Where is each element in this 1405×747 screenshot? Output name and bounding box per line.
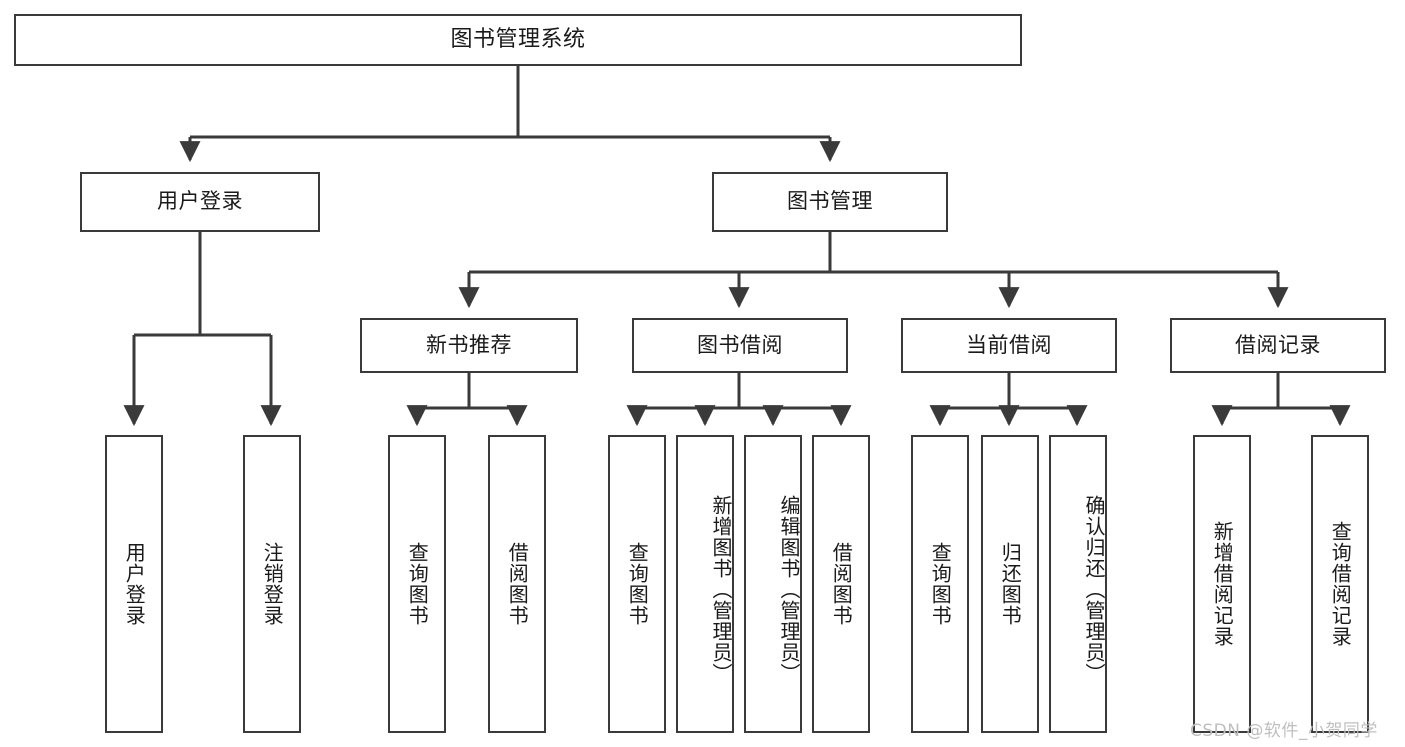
- leaf-borrow-record-query-record[interactable]: 查询借阅记录: [1311, 435, 1369, 733]
- node-label: 编辑图书（管理员）: [777, 494, 801, 684]
- leaf-user-login-signin[interactable]: 用户登录: [105, 435, 163, 733]
- leaf-current-borrow-return-book[interactable]: 归还图书: [981, 435, 1039, 733]
- leaf-current-borrow-confirm-return-admin[interactable]: 确认归还（管理员）: [1049, 435, 1107, 733]
- leaf-book-borrow-add-book-admin[interactable]: 新增图书（管理员）: [676, 435, 734, 733]
- node-label: 查询图书: [928, 542, 953, 626]
- node-root-library-management-system[interactable]: 图书管理系统: [14, 14, 1022, 66]
- node-label: 新增借阅记录: [1210, 521, 1235, 647]
- node-new-book-recommend[interactable]: 新书推荐: [360, 318, 578, 373]
- node-label: 新增图书（管理员）: [709, 494, 733, 684]
- leaf-new-book-query-book[interactable]: 查询图书: [388, 435, 446, 733]
- node-book-borrow[interactable]: 图书借阅: [632, 318, 848, 373]
- node-label: 新书推荐: [426, 332, 512, 357]
- leaf-new-book-borrow-book[interactable]: 借阅图书: [488, 435, 546, 733]
- node-label: 用户登录: [157, 189, 243, 214]
- node-label: 查询图书: [625, 542, 650, 626]
- node-label: 查询借阅记录: [1328, 521, 1353, 647]
- node-label: 注销登录: [260, 542, 285, 626]
- leaf-borrow-record-add-record[interactable]: 新增借阅记录: [1193, 435, 1251, 733]
- node-current-borrow[interactable]: 当前借阅: [901, 318, 1117, 373]
- node-label: 查询图书: [405, 542, 430, 626]
- node-label: 归还图书: [998, 542, 1023, 626]
- node-label: 图书管理: [787, 189, 873, 214]
- node-user-login[interactable]: 用户登录: [80, 172, 320, 232]
- node-book-management[interactable]: 图书管理: [712, 172, 948, 232]
- node-label: 借阅图书: [829, 542, 854, 626]
- node-borrow-record[interactable]: 借阅记录: [1170, 318, 1386, 373]
- node-label: 图书借阅: [697, 332, 783, 357]
- leaf-book-borrow-query-book[interactable]: 查询图书: [608, 435, 666, 733]
- leaf-current-borrow-query-book[interactable]: 查询图书: [911, 435, 969, 733]
- leaf-user-login-signout[interactable]: 注销登录: [243, 435, 301, 733]
- node-label: 当前借阅: [966, 332, 1052, 357]
- leaf-book-borrow-borrow-book[interactable]: 借阅图书: [812, 435, 870, 733]
- node-label: 图书管理系统: [450, 26, 586, 52]
- csdn-watermark: CSDN @软件_小贺同学: [1190, 721, 1378, 741]
- node-label: 确认归还（管理员）: [1082, 494, 1106, 684]
- node-label: 用户登录: [122, 542, 147, 626]
- leaf-book-borrow-edit-book-admin[interactable]: 编辑图书（管理员）: [744, 435, 802, 733]
- node-label: 借阅图书: [505, 542, 530, 626]
- node-label: 借阅记录: [1235, 332, 1321, 357]
